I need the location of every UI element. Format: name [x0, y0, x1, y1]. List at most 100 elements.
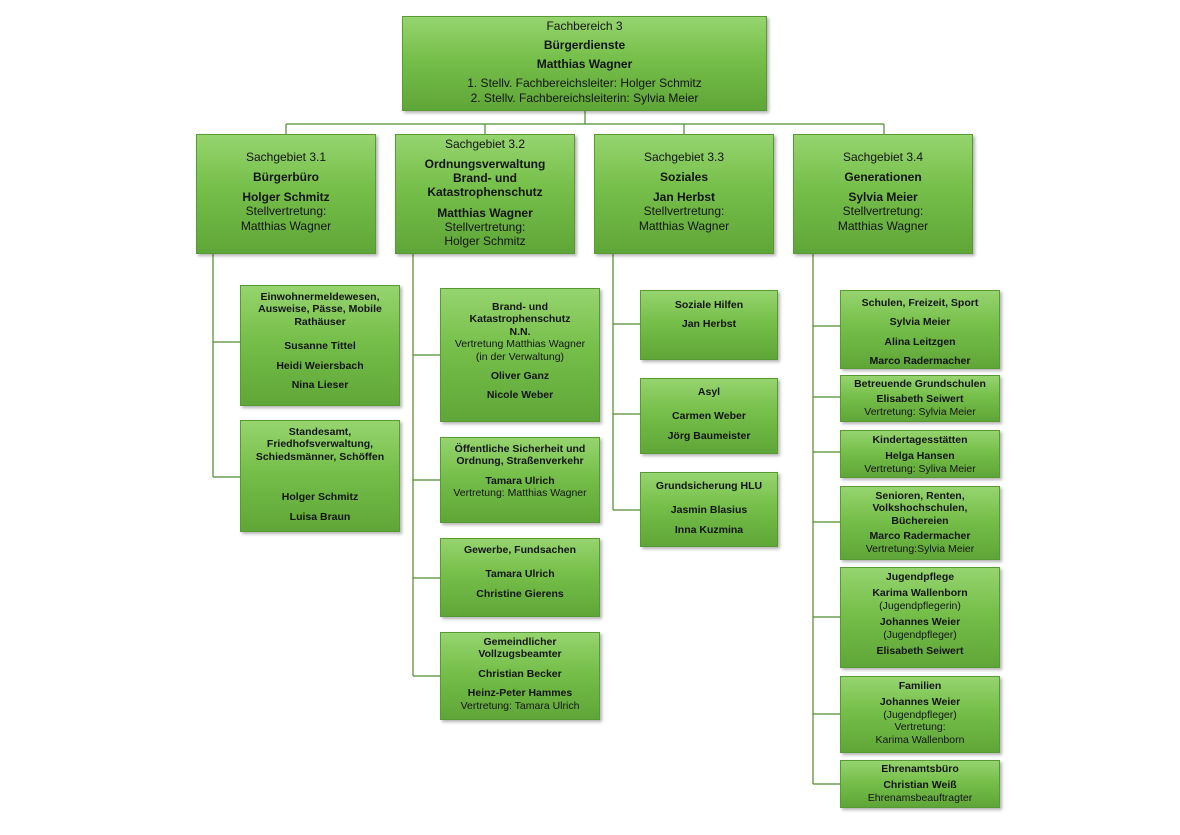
- department-leader: Matthias Wagner: [536, 57, 633, 72]
- area-name: Bürgerbüro: [253, 170, 319, 185]
- unit-person: Christian Weiß: [883, 779, 957, 792]
- area-deputy-label: Stellvertretung:: [245, 204, 327, 219]
- area-name: Soziales: [659, 170, 709, 185]
- unit-note: Vertretung:Sylvia Meier: [865, 542, 975, 555]
- area-3-2-box: Sachgebiet 3.2 Ordnungsverwaltung Brand-…: [395, 134, 575, 254]
- unit-title: Standesamt, Friedhofsverwaltung, Schieds…: [255, 426, 385, 463]
- unit-title: Betreuende Grundschulen: [854, 378, 986, 390]
- deputy-2: 2. Stellv. Fachbereichsleiterin: Sylvia …: [470, 90, 699, 105]
- deputy-1: 1. Stellv. Fachbereichsleiter: Holger Sc…: [467, 76, 702, 91]
- area-deputy: Matthias Wagner: [638, 218, 730, 233]
- unit-title: Brand- und Katastrophenschutz: [469, 301, 571, 326]
- unit-title: Schulen, Freizeit, Sport: [861, 297, 979, 309]
- area-name: Generationen: [844, 170, 922, 185]
- unit-vollzugsbeamter: Gemeindlicher Vollzugsbeamter Christian …: [440, 632, 600, 720]
- unit-person: Oliver Ganz: [490, 369, 550, 382]
- unit-title: Familien: [898, 680, 942, 692]
- unit-title: Senioren, Renten, Volkshochschulen, Büch…: [872, 490, 968, 527]
- department-label: Fachbereich 3: [546, 19, 623, 33]
- unit-person: Johannes Weier: [879, 616, 961, 629]
- unit-person: Marco Radermacher: [869, 355, 971, 368]
- unit-title: Öffentliche Sicherheit und Ordnung, Stra…: [454, 443, 586, 468]
- unit-person: Jasmin Blasius: [670, 504, 748, 517]
- unit-note: Vertretung: Matthias Wagner: [453, 487, 587, 500]
- unit-role: (Jugendpfleger): [883, 628, 957, 641]
- department-head-box: Fachbereich 3 Bürgerdienste Matthias Wag…: [402, 16, 767, 111]
- unit-role: (Jugendpflegerin): [879, 599, 961, 612]
- unit-kindertagesstaetten: Kindertagesstätten Helga Hansen Vertretu…: [840, 430, 1000, 478]
- unit-title: Jugendpflege: [885, 571, 955, 583]
- area-leader: Sylvia Meier: [848, 190, 918, 205]
- unit-gewerbe-fundsachen: Gewerbe, Fundsachen Tamara Ulrich Christ…: [440, 538, 600, 617]
- unit-note: Vertretung Matthias Wagner: [454, 338, 586, 351]
- area-3-3-box: Sachgebiet 3.3 Soziales Jan Herbst Stell…: [594, 134, 774, 254]
- area-deputy: Holger Schmitz: [444, 233, 526, 248]
- area-deputy: Matthias Wagner: [240, 218, 332, 233]
- area-deputy: Matthias Wagner: [837, 218, 929, 233]
- unit-person: Tamara Ulrich: [485, 568, 555, 581]
- unit-schulen-freizeit-sport: Schulen, Freizeit, Sport Sylvia Meier Al…: [840, 290, 1000, 369]
- unit-person: Susanne Tittel: [284, 340, 356, 353]
- unit-person: Johannes Weier: [879, 696, 961, 709]
- unit-title: Einwohnermeldewesen, Ausweise, Pässe, Mo…: [258, 291, 382, 328]
- unit-standesamt: Standesamt, Friedhofsverwaltung, Schieds…: [240, 420, 400, 532]
- unit-familien: Familien Johannes Weier (Jugendpfleger) …: [840, 676, 1000, 753]
- unit-person: Luisa Braun: [289, 510, 351, 523]
- area-leader: Holger Schmitz: [242, 190, 330, 205]
- unit-person: Helga Hansen: [885, 450, 955, 463]
- unit-role: Ehrenamsbeauftragter: [867, 791, 973, 804]
- area-deputy-label: Stellvertretung:: [643, 204, 725, 219]
- unit-senioren: Senioren, Renten, Volkshochschulen, Büch…: [840, 486, 1000, 560]
- area-leader: Matthias Wagner: [437, 205, 533, 220]
- unit-einwohnermeldewesen: Einwohnermeldewesen, Ausweise, Pässe, Mo…: [240, 285, 400, 406]
- unit-title: Gewerbe, Fundsachen: [463, 544, 577, 556]
- unit-person: Nina Lieser: [291, 378, 349, 391]
- unit-person: Holger Schmitz: [281, 491, 359, 504]
- area-code: Sachgebiet 3.1: [245, 150, 327, 164]
- unit-title: Grundsicherung HLU: [655, 480, 763, 492]
- unit-title: Asyl: [697, 386, 721, 398]
- unit-ehrenamtsbuero: Ehrenamtsbüro Christian Weiß Ehrenamsbea…: [840, 760, 1000, 808]
- unit-person: Nicole Weber: [486, 389, 554, 402]
- unit-person: Elisabeth Seiwert: [876, 393, 964, 406]
- unit-soziale-hilfen: Soziale Hilfen Jan Herbst: [640, 290, 778, 360]
- unit-oeffentliche-sicherheit: Öffentliche Sicherheit und Ordnung, Stra…: [440, 437, 600, 523]
- unit-title: Gemeindlicher Vollzugsbeamter: [478, 636, 562, 661]
- unit-person: Karima Wallenborn: [872, 587, 968, 600]
- unit-title: Kindertagesstätten: [872, 434, 968, 446]
- unit-person: Heidi Weiersbach: [276, 359, 364, 372]
- unit-person: Heinz-Peter Hammes: [467, 687, 573, 700]
- area-deputy-label: Stellvertretung:: [444, 219, 526, 234]
- unit-person: Carmen Weber: [672, 410, 746, 423]
- unit-note: Vertretung: Syliva Meier: [864, 462, 976, 475]
- unit-person: Jörg Baumeister: [667, 429, 751, 442]
- unit-role: (Jugendpfleger): [883, 708, 957, 721]
- unit-person: Elisabeth Seiwert: [876, 644, 964, 657]
- unit-person: Sylvia Meier: [889, 316, 951, 329]
- area-name: Ordnungsverwaltung: [424, 157, 546, 172]
- unit-note: Karima Wallenborn: [875, 733, 965, 746]
- area-code: Sachgebiet 3.4: [842, 150, 924, 164]
- area-code: Sachgebiet 3.3: [643, 150, 725, 164]
- area-code: Sachgebiet 3.2: [444, 137, 526, 151]
- unit-grundsicherung: Grundsicherung HLU Jasmin Blasius Inna K…: [640, 472, 778, 547]
- area-3-4-box: Sachgebiet 3.4 Generationen Sylvia Meier…: [793, 134, 973, 254]
- unit-note: (in der Verwaltung): [475, 350, 565, 363]
- unit-asyl: Asyl Carmen Weber Jörg Baumeister: [640, 378, 778, 454]
- unit-head: N.N.: [509, 325, 531, 338]
- area-deputy-label: Stellvertretung:: [842, 204, 924, 219]
- unit-note: Vertretung: Sylvia Meier: [864, 405, 976, 418]
- area-3-1-box: Sachgebiet 3.1 Bürgerbüro Holger Schmitz…: [196, 134, 376, 254]
- unit-person: Alina Leitzgen: [884, 335, 956, 348]
- area-name-2: Brand- und Katastrophenschutz: [427, 171, 543, 200]
- unit-note: Vertretung: Tamara Ulrich: [460, 699, 580, 712]
- unit-person: Christian Becker: [478, 667, 562, 680]
- unit-title: Ehrenamtsbüro: [881, 763, 959, 775]
- unit-title: Soziale Hilfen: [674, 299, 744, 311]
- unit-note-label: Vertretung:: [894, 721, 946, 734]
- unit-person: Inna Kuzmina: [674, 523, 744, 536]
- unit-person: Christine Gierens: [476, 587, 564, 600]
- unit-person: Marco Radermacher: [869, 530, 971, 543]
- unit-brand-katastrophenschutz: Brand- und Katastrophenschutz N.N. Vertr…: [440, 288, 600, 422]
